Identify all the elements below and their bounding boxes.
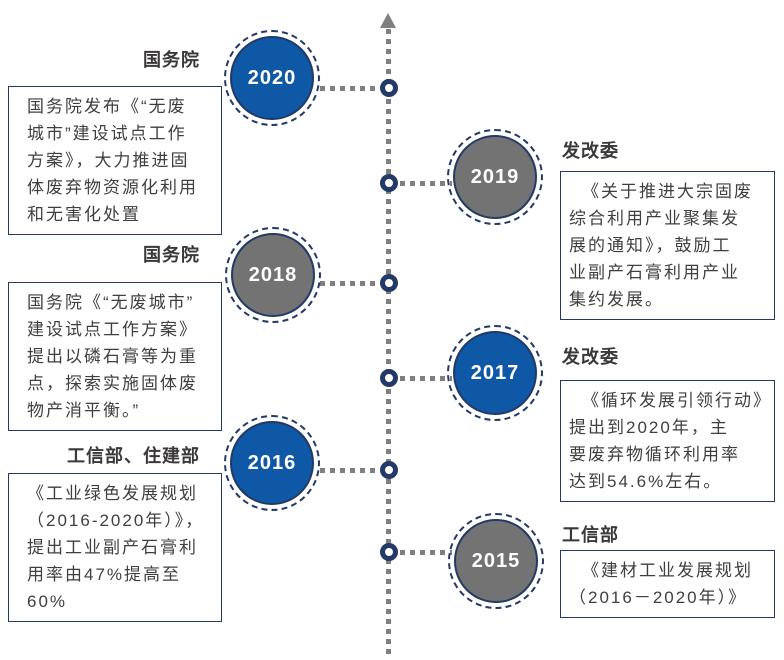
agency-label: 工信部 [562,525,619,545]
connector-dots [320,86,380,91]
connector-dots [400,181,452,186]
connector-dots [320,281,380,286]
policy-box: 《循环发展引领行动》 提出到2020年，主 要废弃物循环利用率 达到54.6%左… [560,380,775,502]
timeline-node [380,79,398,97]
agency-label: 发改委 [562,141,619,161]
year-circle: 2015 [448,513,544,609]
timeline-axis [386,29,391,657]
connector-dots [400,550,452,555]
year-circle: 2019 [447,129,543,225]
year-circle: 2016 [224,415,320,511]
policy-text: 《建材工业发展规划 （2016－2020年）》 [569,561,753,607]
year-circle: 2017 [447,325,543,421]
policy-box: 《建材工业发展规划 （2016－2020年）》 [560,550,775,618]
timeline-node [380,174,398,192]
agency-label: 国务院 [143,245,200,265]
policy-text: 《工业绿色发展规划 （2016-2020年）》， 提出工业副产石膏利 用率由47… [27,484,205,611]
year-circle: 2020 [224,30,320,126]
policy-text: 《循环发展引领行动》 提出到2020年，主 要废弃物循环利用率 达到54.6%左… [569,391,772,491]
timeline-node [380,369,398,387]
policy-text: 《关于推进大宗固废 综合利用产业聚集发 展的通知》，鼓励工 业副产石膏利用产业 … [569,182,753,309]
connector-dots [400,376,452,381]
connector-dots [320,468,380,473]
year-label: 2020 [247,66,297,89]
agency-label: 发改委 [562,347,619,367]
policy-text: 国务院发布《“无废 城市”建设试点工作 方案》，大力推进固 体废弃物资源化利用 … [27,97,198,224]
year-circle: 2018 [225,227,321,323]
year-label: 2019 [470,165,520,188]
timeline-node [380,274,398,292]
policy-text: 国务院《“无废城市” 建设试点工作方案》 提出以磷石膏等为重 点，探索实施固体废… [27,293,198,420]
year-label: 2015 [471,549,521,572]
policy-box: 《工业绿色发展规划 （2016-2020年）》， 提出工业副产石膏利 用率由47… [8,473,222,622]
agency-label: 国务院 [143,50,200,70]
timeline-arrow-up-icon [380,13,396,28]
year-label: 2016 [247,451,297,474]
year-label: 2018 [248,263,298,286]
year-label: 2017 [470,361,520,384]
timeline-node [380,543,398,561]
policy-box: 国务院发布《“无废 城市”建设试点工作 方案》，大力推进固 体废弃物资源化利用 … [8,86,222,235]
timeline-node [380,461,398,479]
policy-box: 《关于推进大宗固废 综合利用产业聚集发 展的通知》，鼓励工 业副产石膏利用产业 … [560,171,775,320]
agency-label: 工信部、住建部 [67,446,200,466]
policy-box: 国务院《“无废城市” 建设试点工作方案》 提出以磷石膏等为重 点，探索实施固体废… [8,282,222,431]
